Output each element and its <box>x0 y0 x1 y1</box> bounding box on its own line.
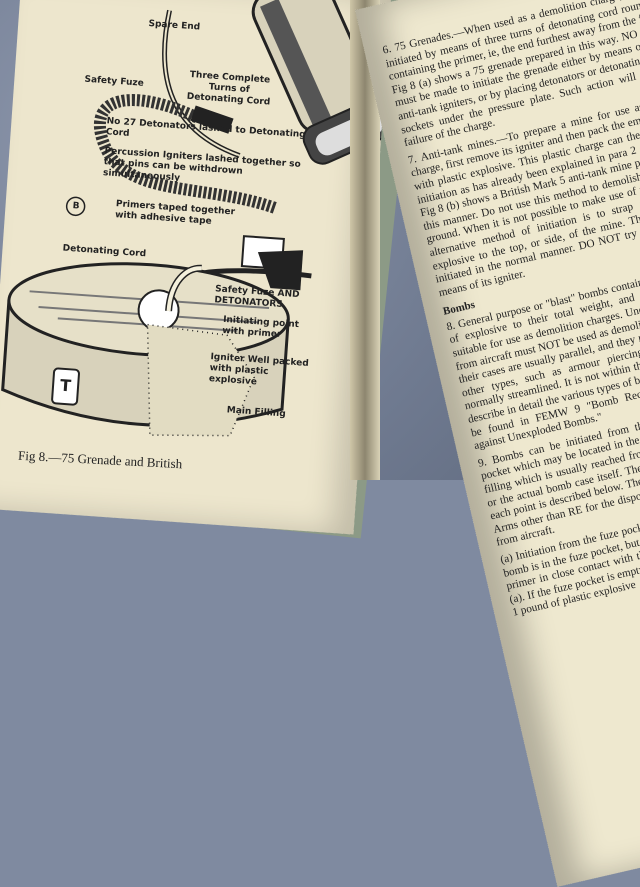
marker-b-circle <box>65 196 86 217</box>
anti-tank-mine-drawing <box>1 262 290 437</box>
left-page: Spare End Safety Fuze Three Complete Tur… <box>0 0 392 535</box>
label-igniter-well: Igniter Well packed with plastic explosi… <box>208 352 309 388</box>
label-three-turns: Three Complete Turns of Detonating Cord <box>186 69 271 108</box>
safety-fuze-drawing <box>93 94 279 214</box>
mine-letter: T <box>59 375 72 396</box>
figure-8-illustration <box>1 0 392 437</box>
marker-b: B <box>72 201 80 212</box>
detonating-cord-drawing <box>162 9 241 158</box>
primers-drawing <box>200 235 312 291</box>
